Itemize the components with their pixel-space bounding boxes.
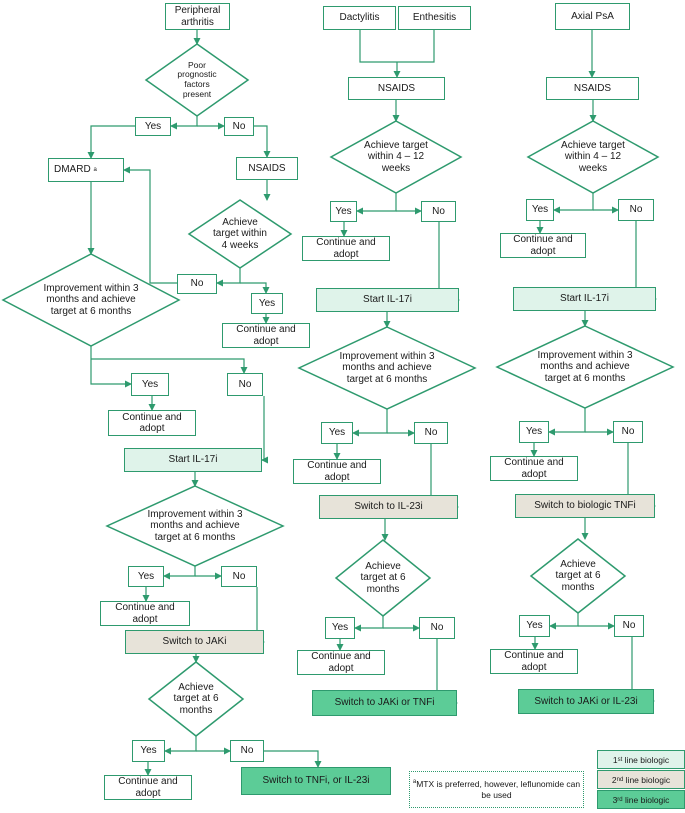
dactylitis-box: Dactylitis: [323, 6, 396, 30]
achieve6-label-col3: Achieve target at 6 months: [555, 559, 601, 593]
legend-first-text: line biologic: [622, 754, 670, 765]
yes-box-col3-2: Yes: [519, 421, 549, 443]
yes-box-col2-1: Yes: [330, 201, 357, 222]
switch-tnfi-il23i-col1: Switch to TNFi, or IL-23i: [241, 767, 391, 795]
continue-adopt-col3-3: Continue and adopt: [490, 649, 578, 674]
yes-box-col2-2: Yes: [321, 422, 353, 444]
achieve6-label-col1: Achieve target at 6 months: [173, 682, 219, 716]
enthesitis-box: Enthesitis: [398, 6, 471, 30]
continue-adopt-col3-1: Continue and adopt: [500, 233, 586, 258]
dmard-label: DMARD: [54, 164, 91, 176]
no-box-3: No: [227, 373, 263, 396]
axial-psa-box: Axial PsA: [555, 3, 630, 30]
no-box-5: No: [230, 740, 264, 762]
start-il17i-col2: Start IL-17i: [316, 288, 459, 312]
yes-box-5: Yes: [132, 740, 165, 762]
yes-box-col2-3: Yes: [325, 617, 355, 639]
yes-box-1: Yes: [135, 117, 171, 136]
legend-first-num: 1: [612, 754, 618, 765]
no-box-1: No: [224, 117, 254, 136]
continue-adopt-3: Continue and adopt: [100, 601, 190, 626]
continue-adopt-col2-2: Continue and adopt: [293, 459, 381, 484]
switch-jaki-il23i-col3: Switch to JAKi or IL-23i: [518, 689, 654, 714]
poor-prognostic-label: Poor prognostic factors present: [177, 59, 217, 99]
no-box-col2-1: No: [421, 201, 456, 222]
footnote-box: aMTX is preferred, however, leflunomide …: [409, 771, 584, 808]
switch-jaki-col1: Switch to JAKi: [125, 630, 264, 654]
nsaids-box-col3: NSAIDS: [546, 77, 639, 100]
yes-box-2: Yes: [251, 293, 283, 314]
yes-box-col3-3: Yes: [519, 615, 550, 637]
switch-tnfi-col3: Switch to biologic TNFi: [515, 494, 655, 518]
continue-adopt-1: Continue and adopt: [222, 323, 310, 348]
footnote-marker: a: [412, 779, 417, 786]
no-box-col2-3: No: [419, 617, 455, 639]
continue-adopt-2: Continue and adopt: [108, 410, 196, 436]
improvement-label-col2: Improvement within 3 months and achieve …: [339, 351, 435, 385]
footnote-text: MTX is preferred, however, leflunomide c…: [416, 778, 581, 800]
no-box-col3-2: No: [613, 421, 643, 443]
continue-adopt-col2-1: Continue and adopt: [302, 236, 390, 261]
legend-third-text: line biologic: [622, 794, 670, 805]
yes-box-3: Yes: [131, 373, 169, 396]
legend-third-num: 3: [612, 794, 618, 805]
achieve-12-label-col3: Achieve target within 4 – 12 weeks: [561, 140, 625, 174]
achieve-12-label-col2: Achieve target within 4 – 12 weeks: [364, 140, 428, 174]
continue-adopt-col3-2: Continue and adopt: [490, 456, 578, 481]
improvement-label-2: Improvement within 3 months and achieve …: [147, 509, 243, 543]
yes-box-4: Yes: [128, 566, 164, 587]
improvement-label-1: Improvement within 3 months and achieve …: [43, 283, 139, 317]
switch-jaki-tnfi-col2: Switch to JAKi or TNFi: [312, 690, 457, 716]
nsaids-box-col2: NSAIDS: [348, 77, 445, 100]
switch-il23i-col2: Switch to IL-23i: [319, 495, 458, 519]
continue-adopt-4: Continue and adopt: [104, 775, 192, 800]
yes-box-col3-1: Yes: [526, 199, 554, 221]
nsaids-box-col1: NSAIDS: [236, 157, 298, 180]
achieve6-label-col2: Achieve target at 6 months: [360, 561, 406, 595]
start-il17i-col1: Start IL-17i: [124, 448, 262, 472]
no-box-col3-3: No: [614, 615, 644, 637]
legend-second-num: 2: [611, 774, 617, 785]
peripheral-arthritis-box: Peripheral arthritis: [165, 3, 230, 30]
start-il17i-col3: Start IL-17i: [513, 287, 656, 311]
no-box-col3-1: No: [618, 199, 654, 221]
no-box-col2-2: No: [414, 422, 448, 444]
continue-adopt-col2-3: Continue and adopt: [297, 650, 385, 675]
achieve-4weeks-label: Achieve target within 4 weeks: [213, 217, 267, 251]
no-box-4: No: [221, 566, 257, 587]
legend-second-text: line biologic: [623, 774, 671, 785]
improvement-label-col3: Improvement within 3 months and achieve …: [537, 350, 633, 384]
dmard-box: DMARD a: [48, 158, 124, 182]
no-box-2: No: [177, 274, 217, 294]
